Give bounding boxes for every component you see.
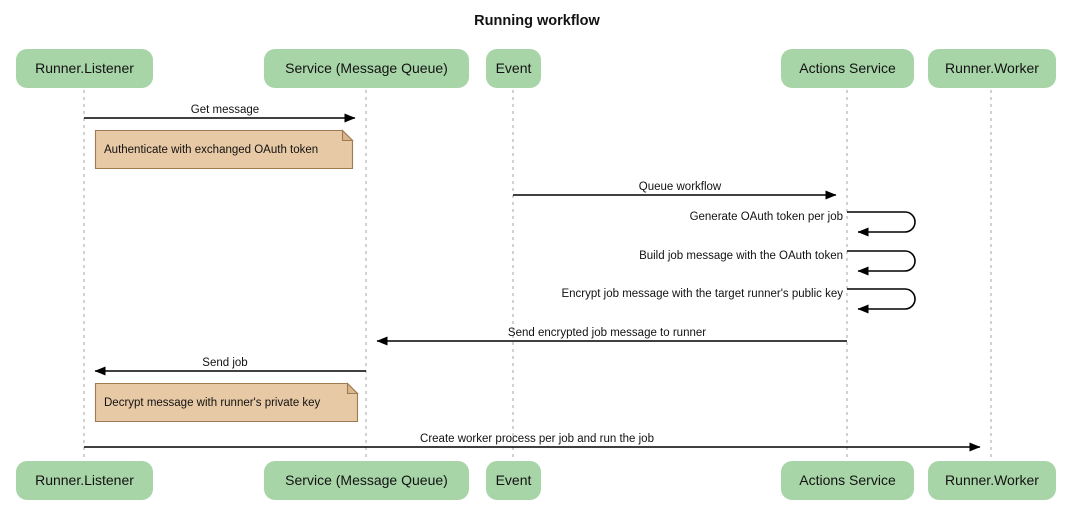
note-fold-corner-icon <box>341 129 354 142</box>
message-label: Get message <box>191 104 259 116</box>
diagram-title: Running workflow <box>474 13 600 29</box>
participant-service-message-queue-bottom[interactable]: Service (Message Queue) <box>264 461 469 500</box>
message-send-job[interactable]: Send job <box>94 357 366 376</box>
participant-label: Runner.Worker <box>945 472 1039 488</box>
participant-box[interactable] <box>16 49 153 88</box>
participant-event-bottom[interactable]: Event <box>486 461 541 500</box>
message-label: Generate OAuth token per job <box>690 211 843 223</box>
participant-label: Actions Service <box>799 472 896 488</box>
selfcall-build-job-message-with-the-oauth-token[interactable]: Build job message with the OAuth token <box>639 250 916 276</box>
selfcall-arrow <box>847 250 916 276</box>
message-label: Encrypt job message with the target runn… <box>561 288 843 300</box>
note-decrypt[interactable]: Decrypt message with runner's private ke… <box>94 382 359 423</box>
selfcall-encrypt-job-message-with-the-target-runners-public-key[interactable]: Encrypt job message with the target runn… <box>561 288 916 314</box>
note-shape <box>94 129 354 170</box>
participant-actions-service-bottom[interactable]: Actions Service <box>781 461 914 500</box>
participant-label: Runner.Worker <box>945 60 1039 76</box>
participant-box[interactable] <box>486 49 541 88</box>
message-label: Queue workflow <box>639 181 722 193</box>
participant-label: Service (Message Queue) <box>285 60 448 76</box>
participant-box[interactable] <box>781 461 914 500</box>
participant-box[interactable] <box>16 461 153 500</box>
note-fold-corner-icon <box>346 382 359 395</box>
participant-label: Runner.Listener <box>35 60 134 76</box>
participant-service-message-queue-top[interactable]: Service (Message Queue) <box>264 49 469 88</box>
participant-runner-worker-top[interactable]: Runner.Worker <box>928 49 1056 88</box>
participant-label: Actions Service <box>799 60 896 76</box>
participant-box[interactable] <box>486 461 541 500</box>
message-create-worker-process-per-job-and-run-the-job[interactable]: Create worker process per job and run th… <box>84 433 981 452</box>
message-label: Send job <box>202 357 247 369</box>
participant-box[interactable] <box>928 461 1056 500</box>
message-label: Send encrypted job message to runner <box>508 327 706 339</box>
selfcall-generate-oauth-token-per-job[interactable]: Generate OAuth token per job <box>690 211 916 237</box>
participant-box[interactable] <box>781 49 914 88</box>
participant-actions-service-top[interactable]: Actions Service <box>781 49 914 88</box>
participants-top: Runner.Listener Service (Message Queue) … <box>16 49 1056 88</box>
selfcall-arrow <box>847 211 916 237</box>
participant-runner-listener-top[interactable]: Runner.Listener <box>16 49 153 88</box>
participant-box[interactable] <box>264 461 469 500</box>
message-label: Create worker process per job and run th… <box>420 433 654 445</box>
participant-event-top[interactable]: Event <box>486 49 541 88</box>
participant-label: Service (Message Queue) <box>285 472 448 488</box>
message-get-message[interactable]: Get message <box>84 104 356 123</box>
selfcall-arrow <box>847 288 916 314</box>
note-shape <box>94 382 359 423</box>
participant-runner-worker-bottom[interactable]: Runner.Worker <box>928 461 1056 500</box>
message-send-encrypted-job-message-to-runner[interactable]: Send encrypted job message to runner <box>376 327 847 346</box>
participant-runner-listener-bottom[interactable]: Runner.Listener <box>16 461 153 500</box>
participant-label: Runner.Listener <box>35 472 134 488</box>
lifelines-group <box>83 90 992 461</box>
note-label: Decrypt message with runner's private ke… <box>104 397 321 409</box>
message-queue-workflow[interactable]: Queue workflow <box>513 181 837 200</box>
participant-box[interactable] <box>928 49 1056 88</box>
participant-box[interactable] <box>264 49 469 88</box>
note-label: Authenticate with exchanged OAuth token <box>104 144 318 156</box>
participant-label: Event <box>496 60 532 76</box>
participants-bottom: Runner.Listener Service (Message Queue) … <box>16 461 1056 500</box>
note-authenticate[interactable]: Authenticate with exchanged OAuth token <box>94 129 354 170</box>
participant-label: Event <box>496 472 532 488</box>
message-label: Build job message with the OAuth token <box>639 250 843 262</box>
